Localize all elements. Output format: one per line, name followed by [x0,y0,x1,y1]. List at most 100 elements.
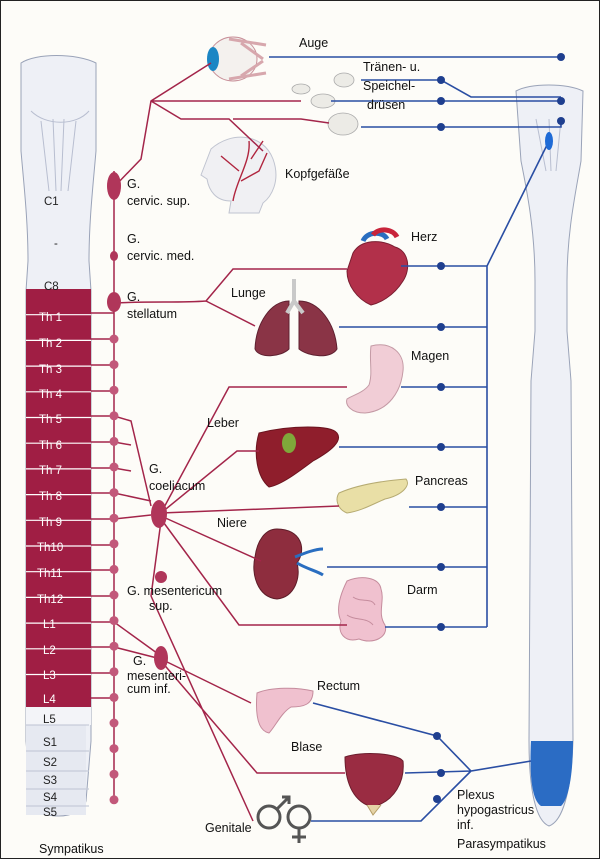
label-darm: Darm [407,583,438,597]
label-herz: Herz [411,230,437,244]
label-g-mes-inf-line2: mesenteri- [127,669,186,683]
chain-ganglion [110,437,119,446]
parasympathetic-spinal-cord [516,85,583,826]
label-plexus-line2: hypogastricus [457,803,534,817]
segment-label: Th 6 [39,440,62,452]
label-g-cervic-sup-line1: G. [127,177,140,191]
chain-ganglion [110,360,119,369]
segment-label: S4 [43,792,58,804]
stomach-icon [347,345,404,413]
segment-label: Th12 [37,594,63,606]
kidney-icon [254,529,323,599]
segment-label: Th11 [37,568,62,580]
chain-ganglion [110,565,119,574]
female-symbol-icon [288,806,310,843]
segment-label: Th 7 [39,465,62,477]
label-g-stellatum-line1: G. [127,290,140,304]
lungs-icon [255,279,337,356]
chain-ganglion [110,514,119,523]
segment-label: S5 [43,807,57,819]
male-symbol-icon [258,797,289,828]
bladder-icon [345,754,403,815]
label-traenen-line1: Tränen- u. [363,60,420,74]
label-traenen-line2: Speichel- [363,79,415,93]
label-niere: Niere [217,516,247,530]
intestine-icon [339,578,386,641]
segment-label: C8 [44,281,59,293]
label-g-cervic-sup-line2: cervic. sup. [127,194,190,208]
chain-ganglion [110,693,119,702]
label-parasympatikus: Parasympatikus [457,837,546,851]
segment-label: L4 [43,694,56,706]
rectum-icon [257,688,314,733]
plexus-label: Plexus hypogastricus inf. [457,788,534,832]
chain-ganglion [110,488,119,497]
sacral-parasympathetic-region [530,741,573,806]
label-g-mes-inf-line1: G. [133,654,146,668]
segment-label: Th 1 [39,312,62,324]
chain-ganglion [110,667,119,676]
ganglion-cervical-medius [110,251,118,261]
label-blase: Blase [291,740,322,754]
chain-ganglion [110,386,119,395]
head-vessels-icon [201,137,276,213]
segment-label: L3 [43,670,56,682]
chain-ganglion [110,719,119,728]
label-g-cervic-med-line1: G. [127,232,140,246]
segment-label: Th 2 [39,338,62,350]
chain-ganglion [110,591,119,600]
segment-label: Th 9 [39,517,62,529]
label-g-mes-sup-line1: G. mesentericum [127,584,222,598]
chain-ganglion [110,616,119,625]
ganglion-mesentericum-superius [155,571,167,583]
pancreas-icon [337,479,407,513]
chain-ganglion [110,411,119,420]
chain-ganglion [110,770,119,779]
segment-label: L5 [43,714,56,726]
label-kopfgefaesse: Kopfgefäße [285,167,350,181]
label-auge: Auge [299,36,328,50]
chain-ganglion [110,642,119,651]
label-sympatikus: Sympatikus [39,842,104,856]
ganglion-cervical-superior [107,172,121,200]
label-plexus-line1: Plexus [457,788,495,802]
chain-ganglion [110,744,119,753]
liver-icon [256,427,338,487]
segment-label: Th 5 [39,414,62,426]
chain-ganglion [110,335,119,344]
label-g-stellatum-line2: stellatum [127,307,177,321]
segment-label: Th 4 [39,389,63,401]
label-pancreas: Pancreas [415,474,468,488]
ganglion-mesentericum-inferius [154,646,168,670]
ganglion-stellatum [107,292,121,312]
segment-label: L1 [43,619,56,631]
label-lunge: Lunge [231,286,266,300]
chain-ganglion [110,539,119,548]
segment-label: C1 [44,196,59,208]
ganglion-labels: G. cervic. sup. G. cervic. med. G. stell… [127,177,222,696]
heart-icon [347,230,408,305]
segment-label: - [54,238,58,250]
label-rectum: Rectum [317,679,360,693]
sympathetic-spinal-cord [21,56,96,817]
label-traenen-line3: drüsen [367,98,405,112]
label-g-coeliacum-line2: coeliacum [149,479,205,493]
label-leber: Leber [207,416,239,430]
label-genitale: Genitale [205,821,252,835]
segment-label: S2 [43,757,57,769]
segment-label: L2 [43,645,56,657]
ganglion-coeliacum [151,500,167,528]
segment-label: Th 3 [39,364,62,376]
label-magen: Magen [411,349,449,363]
label-g-coeliacum-line1: G. [149,462,162,476]
segment-label: S3 [43,775,57,787]
label-g-mes-inf-line3: cum inf. [127,682,171,696]
label-plexus-line3: inf. [457,818,474,832]
label-g-mes-sup-line2: sup. [149,599,173,613]
eye-icon [207,37,266,81]
chain-ganglion [110,463,119,472]
segment-label: Th 8 [39,491,62,503]
chain-ganglion [110,795,119,804]
